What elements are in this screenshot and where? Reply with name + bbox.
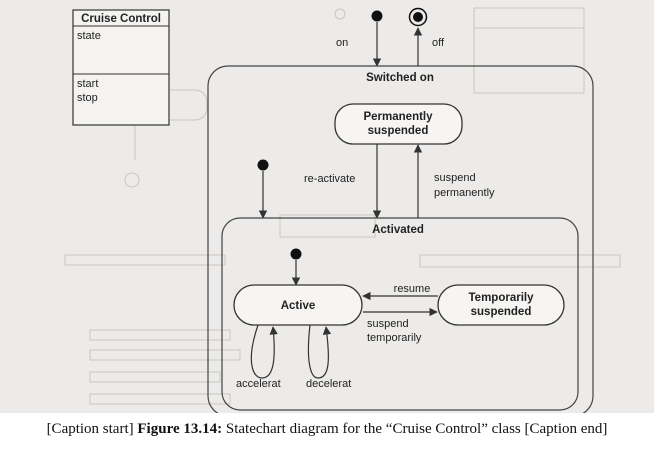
- active-label: Active: [281, 300, 316, 312]
- cruise-control-class-box: Cruise Control state start stop: [72, 9, 170, 126]
- class-name: Cruise Control: [81, 13, 161, 25]
- switched-on-label: Switched on: [366, 72, 434, 84]
- final-state-dot: [413, 12, 423, 22]
- transition-off-label: off: [432, 37, 445, 49]
- figure-caption: [Caption start] Figure 13.14: Statechart…: [20, 418, 634, 440]
- temporarily-suspended-label-line2: suspended: [471, 306, 532, 318]
- permanently-suspended-label-line2: suspended: [368, 125, 429, 137]
- transition-resume-label: resume: [394, 283, 431, 295]
- switched-on-state: [207, 65, 594, 413]
- permanently-suspended-state: [334, 103, 463, 145]
- class-operation-stop: stop: [77, 92, 98, 104]
- transition-decelerate-label: decelerat: [306, 378, 351, 390]
- permanently-suspended-label-line1: Permanently: [363, 111, 433, 123]
- initial-pseudostate-active: [290, 248, 302, 260]
- caption-end-marker: [Caption end]: [524, 421, 608, 437]
- caption-text: Statechart diagram for the “Cruise Contr…: [225, 421, 521, 437]
- initial-pseudostate-top: [371, 10, 383, 22]
- statechart-diagram: Cruise Control state start stop on off S…: [64, 7, 621, 413]
- suspend-permanently-label-line2: permanently: [434, 187, 495, 199]
- final-state: [408, 7, 428, 27]
- suspend-permanently-label-line1: suspend: [434, 172, 476, 184]
- suspend-temporarily-label-line2: temporarily: [367, 332, 422, 344]
- transition-re-activate-label: re-activate: [304, 173, 355, 185]
- temporarily-suspended-state: [437, 284, 565, 326]
- class-attribute-state: state: [77, 30, 101, 42]
- caption-start-marker: [Caption start]: [46, 421, 134, 437]
- caption-figure-number: Figure 13.14:: [137, 421, 223, 437]
- bleed-through-artifacts: [64, 7, 621, 405]
- transition-accelerate-label: accelerat: [236, 378, 281, 390]
- class-operation-start: start: [77, 78, 98, 90]
- transition-decelerate-loop: [307, 324, 332, 379]
- active-state: [233, 284, 363, 326]
- activated-label: Activated: [372, 224, 424, 236]
- activated-state: [221, 217, 579, 411]
- initial-pseudostate-activated: [257, 159, 269, 171]
- temporarily-suspended-label-line1: Temporarily: [469, 292, 535, 304]
- transition-on-label: on: [336, 37, 348, 49]
- suspend-temporarily-label-line1: suspend: [367, 318, 409, 330]
- transition-accelerate-loop: [250, 324, 278, 379]
